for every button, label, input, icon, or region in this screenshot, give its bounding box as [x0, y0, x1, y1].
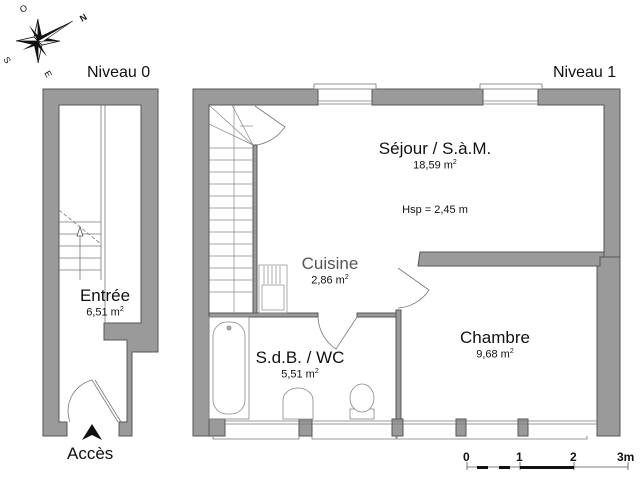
room-sejour: Séjour / S.à.M. 18,59 m2 [360, 139, 510, 172]
svg-text:S: S [1, 55, 13, 65]
room-sdb-wc: S.d.B. / WC 5,51 m2 [245, 348, 355, 381]
room-cuisine: Cuisine 2,86 m2 [290, 254, 370, 287]
bottom-windows [212, 420, 597, 440]
room-area: 2,86 m2 [311, 274, 349, 287]
svg-text:E: E [42, 69, 54, 79]
scale-tick-3m: 3m [617, 450, 635, 464]
room-area: 5,51 m2 [281, 368, 319, 381]
interior-doors [317, 267, 430, 350]
level1-title: Niveau 1 [553, 64, 617, 81]
room-name: Entrée [79, 286, 131, 305]
ceiling-height: Hsp = 2,45 m [402, 204, 468, 216]
room-entree: Entrée 6,51 m2 [70, 286, 140, 319]
scale-bar [466, 462, 629, 470]
room-name: Cuisine [301, 254, 359, 273]
sejour-door [254, 105, 286, 146]
room-name: Chambre [460, 328, 530, 347]
scale-tick-0: 0 [463, 450, 470, 464]
scale-tick-2: 2 [570, 450, 577, 464]
room-area: 9,68 m2 [476, 348, 514, 361]
svg-text:O: O [18, 3, 29, 15]
access-label: Accès [67, 444, 114, 463]
entry-door [67, 379, 122, 423]
room-name: S.d.B. / WC [255, 348, 345, 367]
level1-stair [208, 104, 254, 315]
level0-walls [42, 88, 159, 437]
level1-walls [192, 88, 621, 437]
access-arrow-icon [82, 424, 102, 440]
svg-text:N: N [78, 12, 89, 24]
compass-rose-icon: O N S E [1, 3, 88, 80]
room-chambre: Chambre 9,68 m2 [450, 328, 540, 361]
top-windows [313, 83, 543, 105]
level0-stair [58, 105, 106, 323]
level0-title: Niveau 0 [87, 64, 151, 81]
kitchen-appliances [258, 264, 288, 314]
room-area: 6,51 m2 [86, 306, 124, 319]
room-area: 18,59 m2 [413, 159, 457, 172]
scale-tick-1: 1 [516, 450, 523, 464]
bathroom-fixtures [208, 316, 375, 420]
room-name: Séjour / S.à.M. [378, 139, 492, 158]
